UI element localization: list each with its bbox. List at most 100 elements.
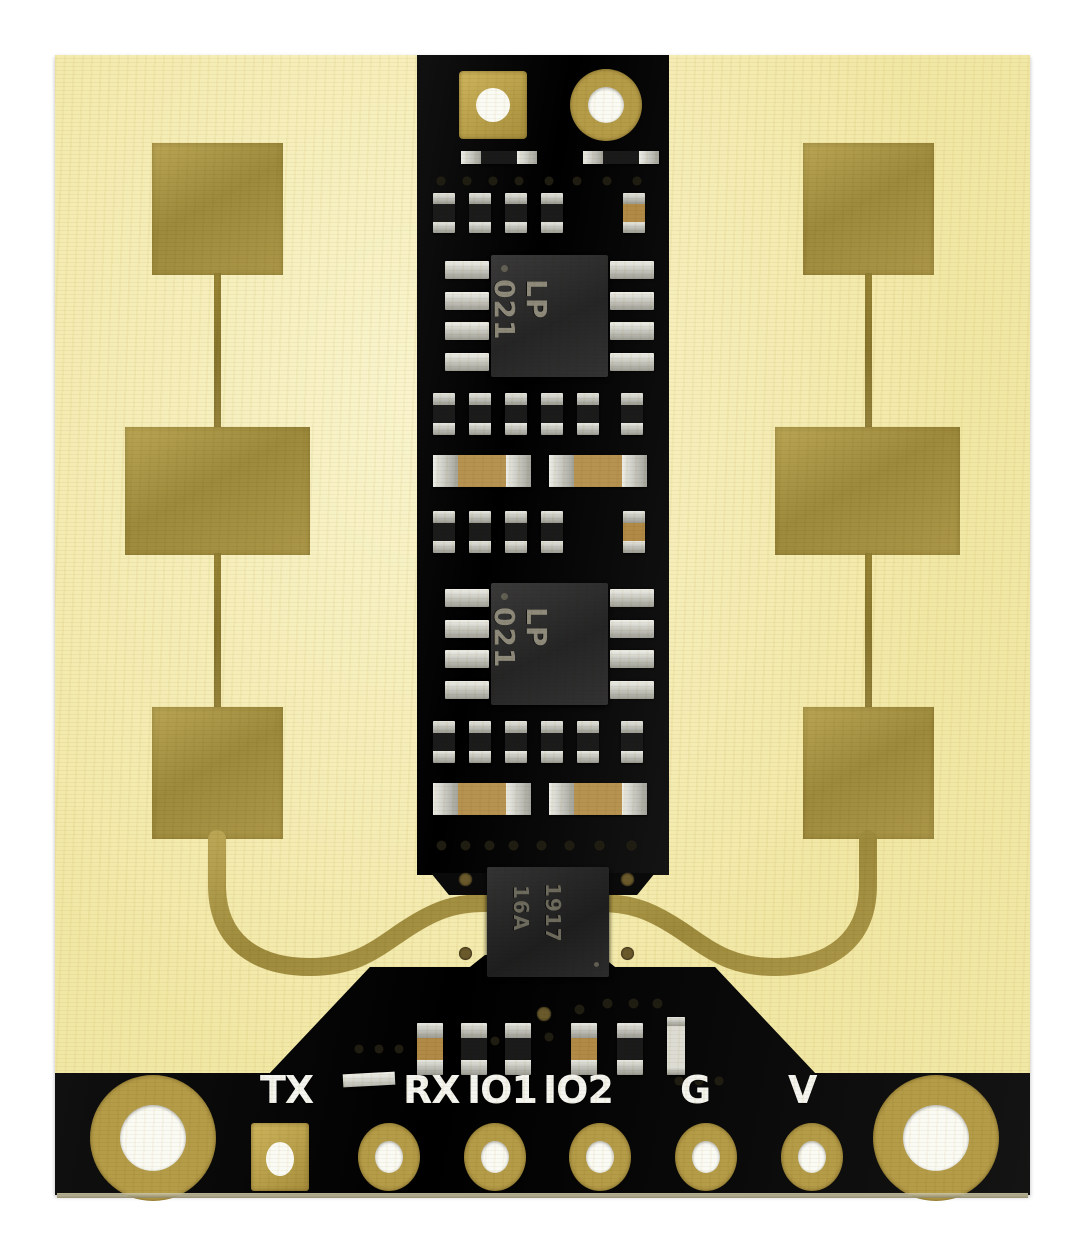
connector-pin-rx[interactable] [358, 1123, 420, 1191]
via [395, 1045, 403, 1053]
ic-upper-leads-right [610, 261, 654, 371]
feedline-left-2 [214, 553, 221, 709]
feedline-right-1 [865, 273, 872, 429]
ic-upper-mark-line2: 021 [488, 279, 521, 341]
ic-lower-leads-right [610, 589, 654, 699]
mounting-hole-left [90, 1075, 216, 1201]
feedline-left-1 [214, 273, 221, 429]
pin-label-io1: IO1 [467, 1068, 538, 1112]
smd-passive-bottom [571, 1023, 597, 1075]
via [545, 177, 553, 185]
smd-passive [433, 193, 455, 233]
smd-passive [541, 193, 563, 233]
rf-chip-pad [459, 947, 472, 960]
via [603, 177, 611, 185]
ic-rf-mark-line2: 16A [509, 885, 533, 932]
via [537, 1007, 551, 1021]
antenna-patch-right-1 [803, 143, 934, 275]
via [573, 177, 581, 185]
tx-silk-bar [342, 1071, 396, 1088]
smd-cap-top-right [583, 151, 659, 164]
via [537, 841, 546, 850]
via [355, 1045, 363, 1053]
via [633, 177, 641, 185]
via [595, 841, 604, 850]
smd-passive-bottom [461, 1023, 487, 1075]
smd-passive [469, 721, 491, 763]
via [627, 841, 636, 850]
smd-cap-tan-right [549, 455, 647, 487]
pin-label-g: G [680, 1068, 711, 1112]
via [545, 1033, 553, 1041]
via [485, 841, 494, 850]
antenna-patch-left-3 [152, 707, 283, 839]
antenna-patch-left-1 [152, 143, 283, 275]
smd-passive [469, 193, 491, 233]
pin-label-v: V [788, 1068, 817, 1112]
rf-chip-pad [621, 947, 634, 960]
smd-passive [541, 511, 563, 553]
via [375, 1045, 383, 1053]
via [509, 841, 518, 850]
via [489, 177, 497, 185]
connector-pin-v[interactable] [781, 1123, 843, 1191]
smd-passive [505, 721, 527, 763]
ic-lower-mark-line1: LP [520, 607, 553, 648]
antenna-patch-right-2 [775, 427, 960, 555]
via [603, 999, 612, 1008]
smd-passive [623, 511, 645, 553]
via [463, 177, 471, 185]
top-square-pad[interactable] [459, 71, 527, 139]
pcb-substrate: LP 021 [55, 55, 1030, 1201]
connector-pin-g[interactable] [675, 1123, 737, 1191]
smd-passive [433, 511, 455, 553]
via [437, 841, 446, 850]
via [715, 1077, 723, 1085]
smd-passive [577, 393, 599, 435]
top-round-pad[interactable] [570, 69, 642, 141]
antenna-patch-left-2 [125, 427, 310, 555]
feedline-right-2 [865, 553, 872, 709]
mounting-hole-right [873, 1075, 999, 1201]
smd-cap-tan-lower-left [433, 783, 531, 815]
rf-chip-pad [459, 873, 472, 886]
smd-passive [623, 193, 645, 233]
ic-upper-leads-left [445, 261, 489, 371]
smd-passive-bottom [417, 1023, 443, 1075]
rf-chip-pad [621, 873, 634, 886]
smd-passive [505, 393, 527, 435]
pin-label-tx: TX [260, 1068, 314, 1112]
via [437, 177, 445, 185]
smd-passive-bottom [667, 1017, 685, 1075]
via [653, 999, 662, 1008]
smd-cap-tan-lower-right [549, 783, 647, 815]
via [695, 1077, 703, 1085]
via [629, 999, 638, 1008]
pin-label-rx: RX [403, 1068, 461, 1112]
pin-label-io2: IO2 [543, 1068, 614, 1112]
connector-pin-tx[interactable] [251, 1123, 309, 1191]
smd-passive-bottom [617, 1023, 643, 1075]
smd-passive [505, 511, 527, 553]
ic-lower: LP 021 [488, 583, 608, 705]
connector-pin-io2[interactable] [569, 1123, 631, 1191]
smd-passive [541, 721, 563, 763]
smd-passive [469, 393, 491, 435]
smd-passive [505, 193, 527, 233]
ic-lower-leads-left [445, 589, 489, 699]
smd-passive [541, 393, 563, 435]
smd-passive [577, 721, 599, 763]
via [565, 841, 574, 850]
smd-passive-bottom [505, 1023, 531, 1075]
antenna-patch-right-3 [803, 707, 934, 839]
smd-passive [433, 721, 455, 763]
smd-passive [621, 393, 643, 435]
ic-upper: LP 021 [488, 255, 608, 377]
ic-upper-mark-line1: LP [520, 279, 553, 320]
smd-passive [433, 393, 455, 435]
ic-rf-mark-line1: 1917 [541, 883, 565, 943]
via [491, 1037, 499, 1045]
connector-pin-io1[interactable] [464, 1123, 526, 1191]
via [575, 1005, 584, 1014]
pcb-edge-thickness [57, 1193, 1028, 1198]
